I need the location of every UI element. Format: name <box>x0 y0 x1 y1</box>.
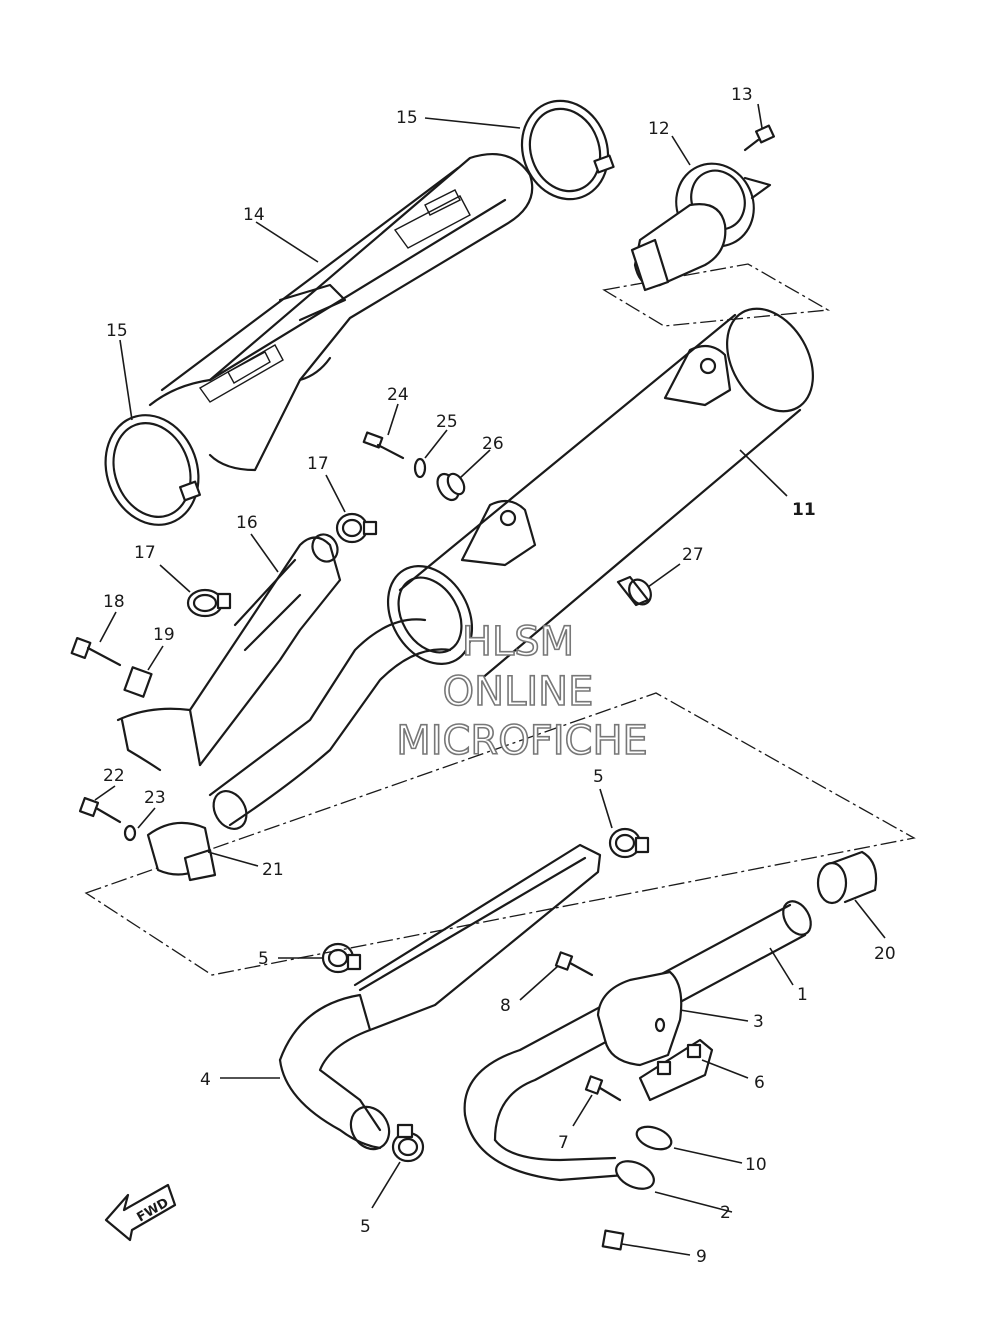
leader-lines <box>94 103 886 1256</box>
callout-9: 9 <box>696 1247 707 1267</box>
callout-21: 21 <box>262 860 284 880</box>
watermark-line-2: ONLINE <box>443 669 594 715</box>
spark-arrester-12[interactable] <box>630 151 772 292</box>
exhaust-pipe-1[interactable] <box>463 896 817 1182</box>
clamp-5-upper[interactable] <box>608 827 650 859</box>
callout-15-upper: 15 <box>396 108 418 128</box>
callout-1: 1 <box>797 985 808 1005</box>
heat-protector-4[interactable] <box>278 843 602 1156</box>
callout-25: 25 <box>436 412 458 432</box>
callout-12: 12 <box>648 119 670 139</box>
watermark-line-3: MICROFICHE <box>396 718 648 764</box>
callout-18: 18 <box>103 592 125 612</box>
washer-25[interactable] <box>413 457 427 479</box>
bracket-3[interactable] <box>596 970 683 1067</box>
gasket-20[interactable] <box>816 850 878 905</box>
callout-labels: 13 12 15 14 15 24 25 26 11 17 16 17 27 1… <box>103 85 896 1267</box>
callout-14: 14 <box>243 205 265 225</box>
clamp-5-middle[interactable] <box>321 942 362 974</box>
spark-arrester-group-outline <box>602 263 831 327</box>
callout-3: 3 <box>753 1012 764 1032</box>
callout-16: 16 <box>236 513 258 533</box>
flange-2[interactable] <box>612 1156 658 1195</box>
bolt-22[interactable] <box>78 796 122 824</box>
callout-27: 27 <box>682 545 704 565</box>
callout-6: 6 <box>754 1073 765 1093</box>
callout-22: 22 <box>103 766 125 786</box>
callout-17-lower: 17 <box>134 543 156 563</box>
callout-17-upper: 17 <box>307 454 329 474</box>
muffler-inlet-pipe <box>208 618 452 830</box>
callout-15-lower: 15 <box>106 321 128 341</box>
callout-5-upper: 5 <box>593 767 604 787</box>
exhaust-pipe-16[interactable] <box>116 530 342 772</box>
collar-27[interactable] <box>616 575 655 609</box>
forward-direction-arrow: FWD <box>104 1183 177 1242</box>
bolt-7[interactable] <box>584 1075 622 1102</box>
callout-20: 20 <box>874 944 896 964</box>
callout-4: 4 <box>200 1070 211 1090</box>
bolt-8[interactable] <box>554 951 594 977</box>
callout-5-middle: 5 <box>258 949 269 969</box>
heat-protector-14[interactable] <box>148 153 534 472</box>
clamp-17-lower[interactable] <box>186 588 232 618</box>
callout-8: 8 <box>500 996 511 1016</box>
watermark: HLSM ONLINE MICROFICHE <box>395 618 648 765</box>
callout-23: 23 <box>144 788 166 808</box>
screw-13[interactable] <box>743 124 775 152</box>
muffler-group-outline <box>84 692 916 976</box>
gasket-10[interactable] <box>634 1122 675 1153</box>
clamp-5-lower[interactable] <box>391 1123 425 1163</box>
callout-5-lower: 5 <box>360 1217 371 1237</box>
muffler-11[interactable] <box>371 293 830 682</box>
callout-13: 13 <box>731 85 753 105</box>
bolt-18[interactable] <box>70 636 122 667</box>
clip-23[interactable] <box>123 824 137 842</box>
callout-19: 19 <box>153 625 175 645</box>
callout-24: 24 <box>387 385 409 405</box>
clamp-17-upper[interactable] <box>335 512 378 544</box>
bolt-24-shaft <box>376 443 405 460</box>
callout-2: 2 <box>720 1203 731 1223</box>
callout-10: 10 <box>745 1155 767 1175</box>
callout-26: 26 <box>482 434 504 454</box>
bolt-24[interactable] <box>362 431 384 449</box>
callout-7: 7 <box>558 1133 569 1153</box>
band-15-lower[interactable] <box>91 402 214 538</box>
grommet-26[interactable] <box>433 470 467 503</box>
band-15-upper[interactable] <box>508 89 621 212</box>
nut-9[interactable] <box>601 1229 625 1251</box>
callout-11: 11 <box>792 500 816 520</box>
watermark-line-1: HLSM <box>462 619 574 665</box>
joint-21[interactable] <box>146 821 217 882</box>
collar-19[interactable] <box>123 666 153 698</box>
